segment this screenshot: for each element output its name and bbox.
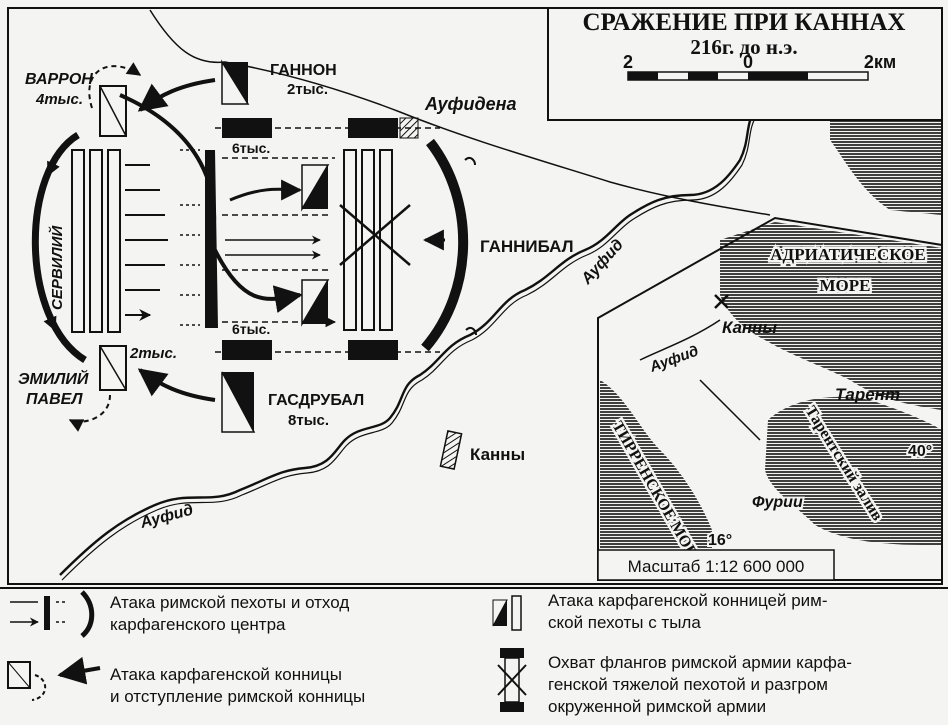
map-title: СРАЖЕНИЕ ПРИ КАННАХ xyxy=(583,9,906,36)
aufid-river xyxy=(59,109,757,576)
emilius-label-2: ПАВЕЛ xyxy=(26,391,83,408)
svg-text:2км: 2км xyxy=(864,52,896,72)
land-hatch-top xyxy=(830,120,942,215)
inset-cannae-label: Канны xyxy=(722,318,777,337)
legend-icon-flank-envelopment xyxy=(497,648,527,712)
legend-icon-cavalry-rear-attack xyxy=(492,595,522,631)
aufid-label-upper: Ауфид xyxy=(578,236,627,288)
hannon-count: 2тыс. xyxy=(287,81,328,98)
adriatic-label-2: МОРЕ xyxy=(820,276,871,295)
legend: Атака римской пехоты и отход карфагенско… xyxy=(0,587,948,716)
furii-label: Фурии xyxy=(752,494,803,511)
legend-icon-cavalry-attack-retreat xyxy=(7,656,101,701)
roman-infantry xyxy=(71,149,168,333)
deg40-label: 40° xyxy=(908,443,932,460)
bottom-heavy-infantry-left xyxy=(222,340,272,360)
encircled-roman-army xyxy=(301,149,411,331)
tarent-label: Тарент xyxy=(835,385,900,404)
map-subtitle: 216г. до н.э. xyxy=(690,35,797,59)
legend-text-4c: окруженной римской армии xyxy=(548,697,766,716)
scale-bar: 2 0 2км xyxy=(623,52,896,81)
top-heavy-infantry-right xyxy=(348,118,398,138)
bottom-count: 6тыс. xyxy=(232,321,270,337)
varron-count: 4тыс. xyxy=(35,91,83,108)
legend-text-4a: Охват флангов римской армии карфа- xyxy=(548,653,852,672)
legend-text-4b: генской тяжелой пехотой и разгром xyxy=(548,675,828,694)
cannae-town xyxy=(439,430,463,470)
hannibal-label: ГАННИБАЛ xyxy=(480,237,574,256)
emilius-label-1: ЭМИЛИЙ xyxy=(18,368,89,388)
legend-text-1a: Атака римской пехоты и отход xyxy=(110,593,349,612)
terrain-boundary xyxy=(149,9,771,216)
top-heavy-infantry-left xyxy=(222,118,272,138)
aufidena-label: Ауфидена xyxy=(424,94,517,114)
inset-scale-label: Масштаб 1:12 600 000 xyxy=(628,557,805,576)
hasdrubal-label: ГАСДРУБАЛ xyxy=(268,392,364,409)
hannibal-arc xyxy=(421,138,469,352)
hasdrubal-count: 8тыс. xyxy=(288,412,329,429)
cannae-label: Канны xyxy=(470,445,525,464)
emilius-count: 2тыс. xyxy=(129,345,177,362)
legend-text-2a: Атака карфагенской конницей рим- xyxy=(548,591,828,610)
legend-text-3a: Атака карфагенской конницы xyxy=(110,665,342,684)
svg-text:2: 2 xyxy=(623,52,633,72)
top-count: 6тыс. xyxy=(232,140,270,156)
legend-text-3b: и отступление римской конницы xyxy=(110,687,365,706)
varron-label: ВАРРОН xyxy=(25,71,93,88)
deg16-label: 16° xyxy=(708,532,732,549)
legend-icon-roman-infantry-attack xyxy=(10,590,95,638)
legend-text-1b: карфагенского центра xyxy=(110,615,286,634)
bottom-heavy-infantry-right xyxy=(348,340,398,360)
legend-text-2b: ской пехоты с тыла xyxy=(548,613,701,632)
italy-inset: АДРИАТИЧЕСКОЕ МОРЕ Канны Ауфид Тарент Та… xyxy=(597,216,943,581)
title-box xyxy=(547,7,943,121)
adriatic-label-1: АДРИАТИЧЕСКОЕ xyxy=(770,245,925,264)
svg-text:0: 0 xyxy=(743,52,753,72)
inset-scale-box xyxy=(597,549,835,581)
hannon-label: ГАННОН xyxy=(270,62,337,79)
servilius-label: СЕРВИЛИЙ xyxy=(48,224,66,310)
